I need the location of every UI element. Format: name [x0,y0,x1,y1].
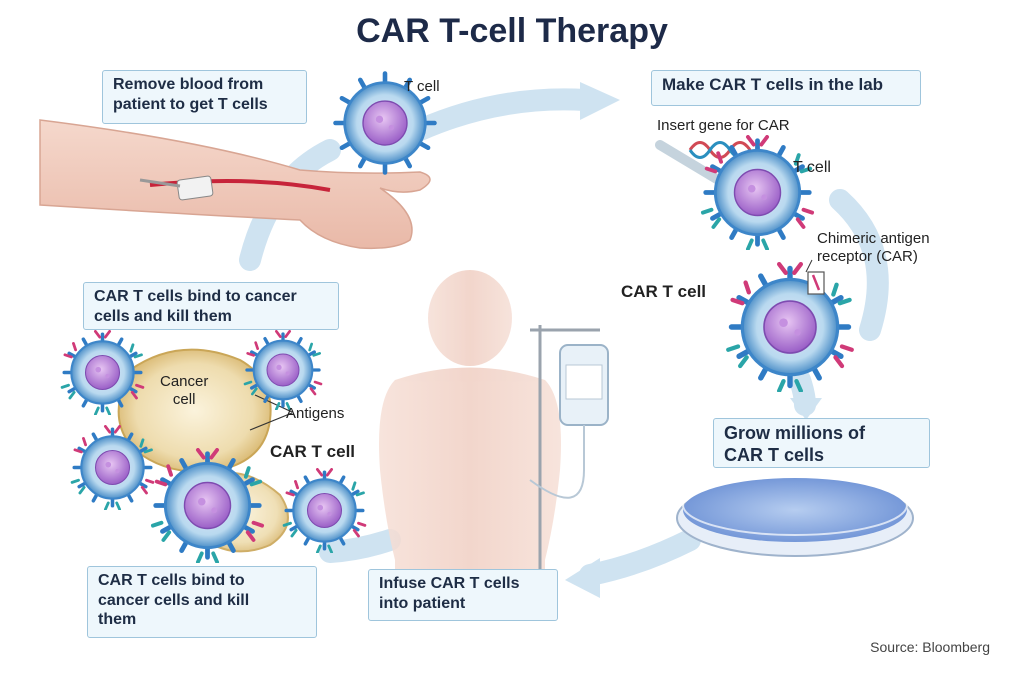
label-car-t-cell-lab: CAR T cell [621,282,707,301]
patient-body [379,270,561,590]
step-grow: Grow millions of CAR T cells [713,418,930,468]
label-antigens: Antigens [286,405,345,422]
step-remove-blood: Remove blood from patient to get T cells [102,70,307,124]
page-title: CAR T-cell Therapy [356,12,668,50]
step-infuse: Infuse CAR T cells into patient [368,569,558,621]
label-insert-gene: Insert gene for CAR [657,117,790,134]
label-t-cell-lab: T cell [793,159,831,176]
source-credit: Source: Bloomberg [870,639,990,655]
t-cell-lab [703,137,812,249]
step-make-lab: Make CAR T cells in the lab [651,70,921,106]
label-cancer-cell: Cancer cell [160,373,209,408]
iv-drip [529,325,609,600]
step-bind-lower: CAR T cells bind to cancer cells and kil… [87,566,317,638]
petri-dish [676,474,914,557]
label-t-cell-top: T cell [404,78,440,95]
cycle-arrows [239,88,889,586]
label-car-receptor: Chimeric antigen receptor (CAR) [817,230,930,265]
patient-arm [39,119,431,250]
car-t-cell-lab [728,264,852,391]
label-car-t-cell-bottom: CAR T cell [270,442,356,461]
step-bind-upper: CAR T cells bind to cancer cells and kil… [83,282,339,330]
